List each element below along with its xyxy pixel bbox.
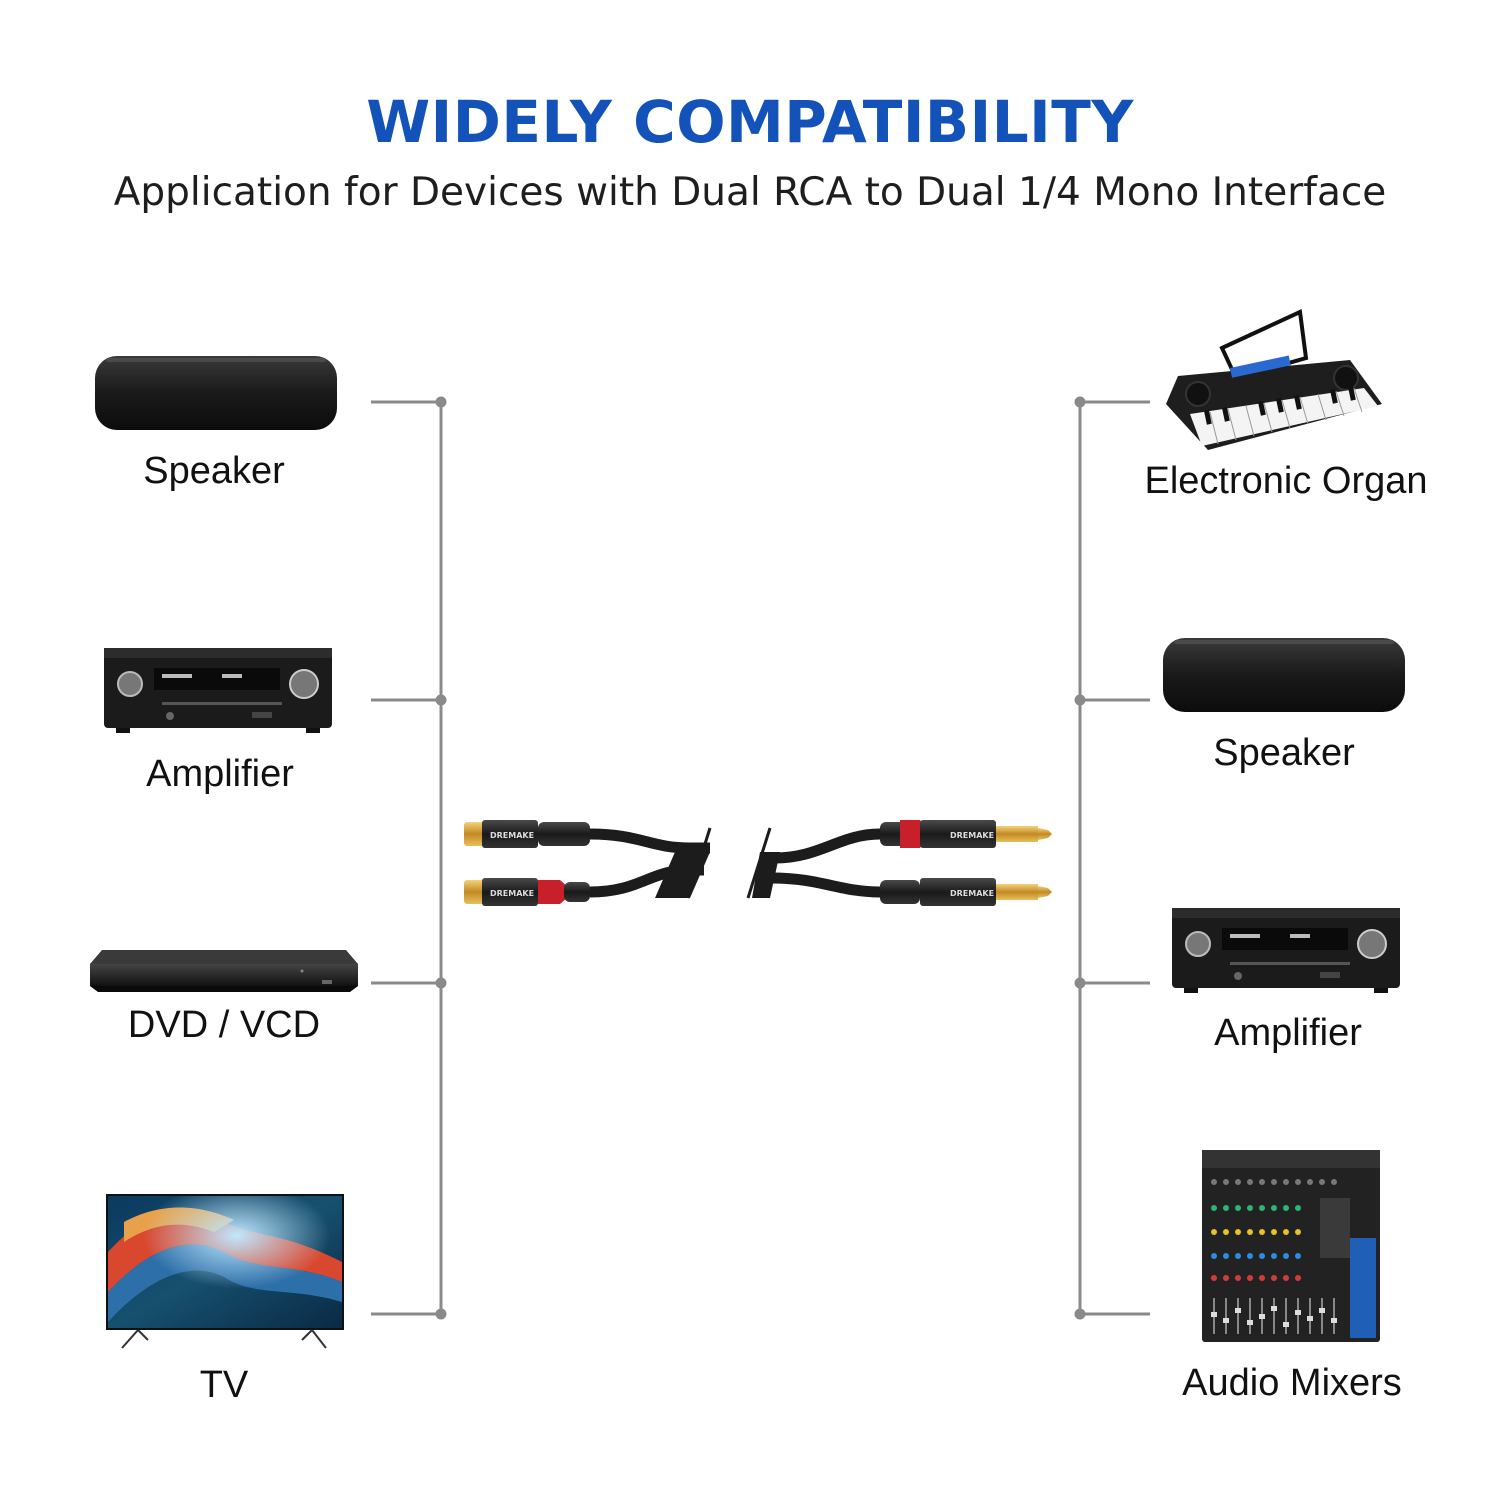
page-title: WIDELY COMPATIBILITY xyxy=(366,88,1134,156)
rca-to-quarter-inch-cable-icon: DREMAKE DREMAKE DREMAKE DREMAKE xyxy=(464,820,1052,906)
left-device-label-speaker: Speaker xyxy=(143,450,285,492)
cable-brand-text: DREMAKE xyxy=(950,889,994,898)
right-device-label-speaker: Speaker xyxy=(1213,732,1355,774)
right-device-label-amplifier: Amplifier xyxy=(1214,1012,1362,1054)
cable-brand-text: DREMAKE xyxy=(490,889,534,898)
tv-icon xyxy=(106,1194,344,1349)
speaker-icon xyxy=(95,356,337,430)
mixer-icon xyxy=(1202,1150,1380,1342)
right-device-label-organ: Electronic Organ xyxy=(1144,460,1428,502)
cable-brand-text: DREMAKE xyxy=(490,831,534,840)
left-device-label-tv: TV xyxy=(199,1364,249,1406)
dvd-player-icon xyxy=(90,950,358,992)
left-device-label-amplifier: Amplifier xyxy=(146,753,294,795)
keyboard-icon xyxy=(1166,309,1382,450)
cable-brand-text: DREMAKE xyxy=(950,831,994,840)
right-device-label-mixer: Audio Mixers xyxy=(1182,1362,1402,1404)
speaker-icon xyxy=(1163,638,1405,712)
amplifier-icon xyxy=(1172,908,1400,993)
amplifier-icon xyxy=(104,648,332,733)
left-device-label-dvd: DVD / VCD xyxy=(127,1004,321,1046)
page-subtitle: Application for Devices with Dual RCA to… xyxy=(113,170,1387,215)
